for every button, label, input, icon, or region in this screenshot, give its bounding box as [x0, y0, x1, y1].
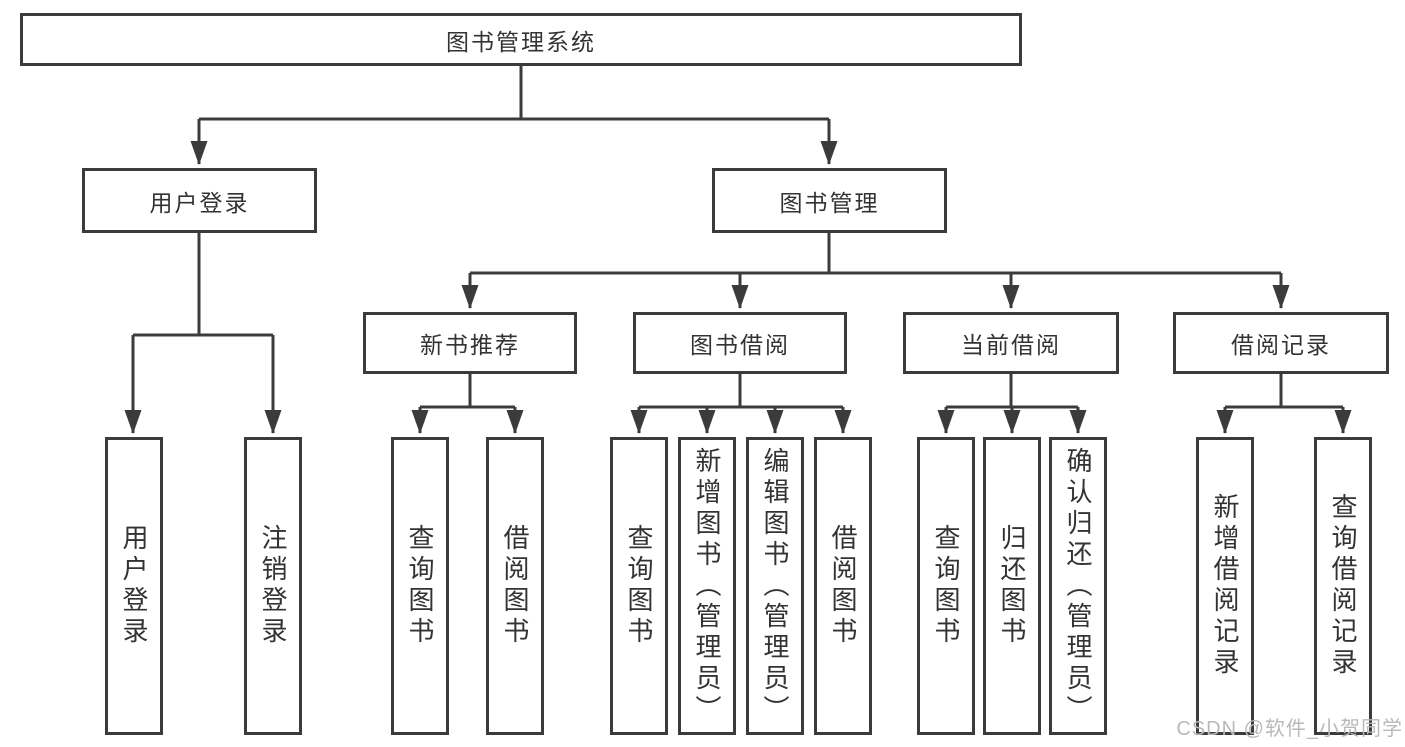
leaf-current-confirm-return-admin: 确认归还（管理员） [1049, 437, 1107, 735]
node-label: 图书借阅 [690, 332, 790, 358]
node-label: 新增图书（管理员） [692, 446, 722, 726]
leaf-user-login: 用户登录 [105, 437, 163, 735]
node-label: 图书管理系统 [446, 28, 596, 55]
leaf-records-query-record: 查询借阅记录 [1314, 437, 1372, 735]
leaf-recommend-borrow-book: 借阅图书 [486, 437, 544, 735]
node-label: 确认归还（管理员） [1063, 446, 1093, 726]
node-label: 查询借阅记录 [1328, 493, 1358, 679]
node-label: 借阅图书 [500, 524, 530, 648]
leaf-logout: 注销登录 [244, 437, 302, 735]
node-label: 借阅记录 [1231, 332, 1331, 358]
node-label: 归还图书 [997, 524, 1027, 648]
node-label: 查询图书 [624, 524, 654, 648]
leaf-borrow-borrow-book: 借阅图书 [814, 437, 872, 735]
leaf-current-query-book: 查询图书 [917, 437, 975, 735]
leaf-records-add-record: 新增借阅记录 [1196, 437, 1254, 735]
leaf-borrow-add-book-admin: 新增图书（管理员） [678, 437, 736, 735]
node-label: 新增借阅记录 [1210, 493, 1240, 679]
node-label: 借阅图书 [828, 524, 858, 648]
leaf-borrow-query-book: 查询图书 [610, 437, 668, 735]
node-library-system: 图书管理系统 [20, 13, 1022, 66]
node-label: 图书管理 [779, 189, 880, 216]
leaf-current-return-book: 归还图书 [983, 437, 1041, 735]
node-user-login: 用户登录 [82, 168, 317, 233]
node-label: 查询图书 [931, 524, 961, 648]
node-label: 用户登录 [119, 524, 149, 648]
node-book-management: 图书管理 [712, 168, 947, 233]
node-borrow-records: 借阅记录 [1173, 312, 1389, 374]
node-label: 查询图书 [405, 524, 435, 648]
node-new-book-recommend: 新书推荐 [363, 312, 577, 374]
node-label: 编辑图书（管理员） [760, 446, 790, 726]
csdn-watermark: CSDN @软件_小贺同学 [1176, 718, 1403, 740]
node-label: 当前借阅 [961, 332, 1061, 358]
leaf-borrow-edit-book-admin: 编辑图书（管理员） [746, 437, 804, 735]
node-label: 注销登录 [258, 524, 288, 648]
node-book-borrow: 图书借阅 [633, 312, 847, 374]
leaf-recommend-query-book: 查询图书 [391, 437, 449, 735]
node-label: 新书推荐 [420, 332, 520, 358]
node-label: 用户登录 [149, 189, 250, 216]
node-current-borrow: 当前借阅 [903, 312, 1119, 374]
